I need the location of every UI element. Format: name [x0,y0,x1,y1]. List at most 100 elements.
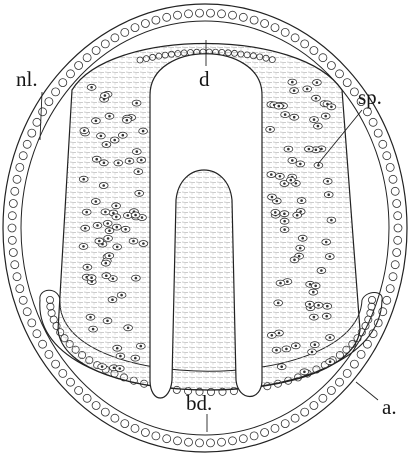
nucleolus [141,217,143,219]
nucleolus [279,175,281,177]
nucleolus [304,371,306,373]
nucleolus [271,334,273,336]
nucleolus [271,196,273,198]
nucleolus [117,162,119,164]
nucleolus [327,180,329,182]
nucleolus [138,192,140,194]
nucleolus [284,183,286,185]
nucleolus [284,220,286,222]
nucleolus [113,212,115,214]
nucleolus [314,344,316,346]
nucleolus [134,357,136,359]
nucleolus [136,102,138,104]
nucleolus [97,225,99,227]
nucleolus [300,211,302,213]
nucleolus [299,247,301,249]
nucleolus [325,241,327,243]
nucleolus [83,246,85,248]
svg-text:a.: a. [382,395,397,419]
nucleolus [328,194,330,196]
nucleolus [122,134,124,136]
nucleolus [119,368,121,370]
nucleolus [329,361,331,363]
nucleolus [105,211,107,213]
nucleolus [143,243,145,245]
nucleolus [277,302,279,304]
nucleolus [270,174,272,176]
nucleolus [98,240,100,242]
nucleolus [288,148,290,150]
nucleolus [91,277,93,279]
nucleolus [294,259,296,261]
nucleolus [278,332,280,334]
nucleolus [325,115,327,117]
nucleolus [293,116,295,118]
nucleolus [125,228,127,230]
nucleolus [112,299,114,301]
nucleolus [95,120,97,122]
nucleolus [115,216,117,218]
nucleolus [105,275,107,277]
svg-text:nl.: nl. [16,67,38,91]
nucleolus [103,185,105,187]
nucleolus [90,316,92,318]
nucleolus [301,200,303,202]
nucleolus [140,159,142,161]
svg-text:sp.: sp. [358,85,382,109]
nucleolus [121,294,123,296]
nucleolus [309,283,311,285]
nucleolus [296,214,298,216]
nucleolus [302,237,304,239]
nucleolus [293,90,295,92]
nucleolus [100,135,102,137]
nucleolus [280,282,282,284]
nucleolus [317,125,319,127]
nucleolus [291,160,293,162]
nucleolus [306,88,308,90]
nucleolus [116,246,118,248]
nucleolus [315,285,317,287]
svg-text:bd.: bd. [186,391,212,415]
nucleolus [321,148,323,150]
nucleolus [290,179,292,181]
nucleolus [136,151,138,153]
nucleolus [329,256,331,258]
nucleolus [96,158,98,160]
nucleolus [106,144,108,146]
nucleolus [284,213,286,215]
nucleolus [326,315,328,317]
nucleolus [284,114,286,116]
nucleolus [83,130,85,132]
nucleolus [112,278,114,280]
nucleolus [142,130,144,132]
nucleolus [269,129,271,131]
nucleolus [315,149,317,151]
nucleolus [326,305,328,307]
nucleolus [295,182,297,184]
nucleolus [108,255,110,257]
nucleolus [116,347,118,349]
label-a: a. [356,382,397,419]
nucleolus [104,95,106,97]
nucleolus [113,367,115,369]
nucleolus [109,230,111,232]
nucleolus [95,201,97,203]
nucleolus [274,212,276,214]
nucleolus [313,316,315,318]
nucleolus [107,223,109,225]
nucleolus [86,211,88,213]
nucleolus [135,214,137,216]
nucleolus [109,115,111,117]
nucleolus [315,97,317,99]
nucleolus [120,355,122,357]
nucleolus [318,164,320,166]
nucleolus [137,171,139,173]
nucleolus [84,227,86,229]
nucleolus [287,281,289,283]
nucleolus [309,303,311,305]
nucleolus [311,351,313,353]
nucleolus [116,226,118,228]
nucleolus [298,255,300,257]
nucleolus [101,366,103,368]
